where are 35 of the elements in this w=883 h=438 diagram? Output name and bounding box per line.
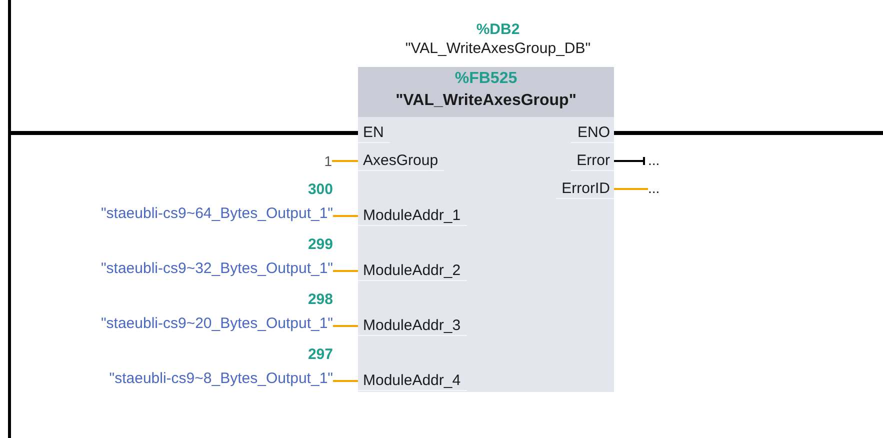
connector-line <box>333 380 358 382</box>
input-pin-label: ModuleAddr_3 <box>358 316 467 336</box>
address-value: 299 <box>308 235 333 255</box>
connector-line <box>614 131 883 135</box>
tag-name: "staeubli-cs9~20_Bytes_Output_1" <box>100 314 333 334</box>
tag-name: "staeubli-cs9~64_Bytes_Output_1" <box>100 204 333 224</box>
input-pin-label: AxesGroup <box>358 151 444 171</box>
connector-line <box>614 188 648 190</box>
placeholder-value: ... <box>648 150 660 170</box>
input-pin-label: ModuleAddr_4 <box>358 371 467 391</box>
connector-line <box>333 325 358 327</box>
connector-line <box>332 160 358 162</box>
connector-line <box>614 156 645 166</box>
block-number: %FB525 <box>454 70 518 88</box>
address-value: 297 <box>308 345 333 365</box>
output-pin-label: ErrorID <box>556 179 614 199</box>
power-rail <box>8 0 11 438</box>
output-pin-label: Error <box>570 151 614 171</box>
placeholder-value: ... <box>648 178 660 198</box>
tag-name: "staeubli-cs9~32_Bytes_Output_1" <box>100 259 333 279</box>
tag-name: "staeubli-cs9~8_Bytes_Output_1" <box>109 369 333 389</box>
address-value: 300 <box>308 180 333 200</box>
instance-db-name: "VAL_WriteAxesGroup_DB" <box>405 40 591 57</box>
connector-line <box>333 215 358 217</box>
connector-line <box>11 131 358 135</box>
connector-line <box>333 270 358 272</box>
block-name: "VAL_WriteAxesGroup" <box>396 92 576 110</box>
instance-db-number: %DB2 <box>476 21 520 38</box>
function-block <box>358 67 614 392</box>
input-pin-label: EN <box>358 123 390 143</box>
address-value: 298 <box>308 290 333 310</box>
constant-value: 1 <box>300 151 332 171</box>
input-pin-label: ModuleAddr_1 <box>358 206 467 226</box>
input-pin-label: ModuleAddr_2 <box>358 261 467 281</box>
output-pin-label: ENO <box>571 123 614 143</box>
